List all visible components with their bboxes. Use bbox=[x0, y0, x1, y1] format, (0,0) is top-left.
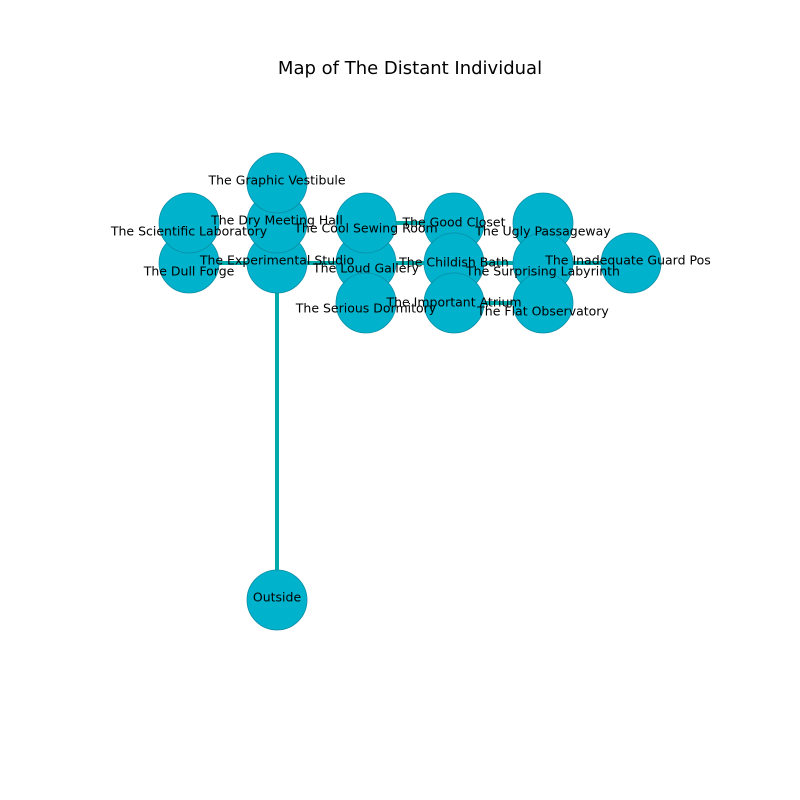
room-label-dry-meeting-hall: The Dry Meeting Hall bbox=[210, 213, 343, 228]
room-node-important-atrium bbox=[423, 272, 485, 334]
room-node-scientific-laboratory bbox=[158, 192, 220, 254]
room-label-outside: Outside bbox=[253, 590, 302, 605]
map-title: Map of The Distant Individual bbox=[278, 58, 542, 79]
room-node-inadequate-guard-pos bbox=[600, 232, 662, 294]
room-label-dull-forge: The Dull Forge bbox=[143, 264, 235, 279]
room-label-experimental-studio: The Experimental Studio bbox=[199, 253, 354, 268]
room-node-cool-sewing-room bbox=[335, 192, 397, 254]
room-label-important-atrium: The Important Atrium bbox=[385, 295, 521, 310]
room-layer bbox=[158, 152, 662, 631]
room-node-graphic-vestibule bbox=[246, 152, 308, 214]
room-label-loud-gallery: The Loud Gallery bbox=[312, 261, 420, 276]
room-node-flat-observatory bbox=[512, 272, 574, 334]
room-label-ugly-passageway: The Ugly Passageway bbox=[474, 224, 611, 239]
room-label-inadequate-guard-pos: The Inadequate Guard Pos bbox=[544, 253, 711, 268]
room-label-graphic-vestibule: The Graphic Vestibule bbox=[207, 173, 345, 188]
room-label-serious-dormitory: The Serious Dormitory bbox=[295, 301, 437, 316]
room-node-outside bbox=[246, 569, 308, 631]
room-label-scientific-laboratory: The Scientific Laboratory bbox=[110, 224, 268, 239]
room-label-cool-sewing-room: The Cool Sewing Room bbox=[293, 221, 437, 236]
room-label-childish-bath: The Childish Bath bbox=[398, 255, 509, 270]
room-node-serious-dormitory bbox=[335, 272, 397, 334]
room-label-surprising-labyrinth: The Surprising Labyrinth bbox=[465, 264, 620, 279]
room-label-flat-observatory: The Flat Observatory bbox=[476, 304, 609, 319]
room-label-good-closet: The Good Closet bbox=[401, 215, 505, 230]
